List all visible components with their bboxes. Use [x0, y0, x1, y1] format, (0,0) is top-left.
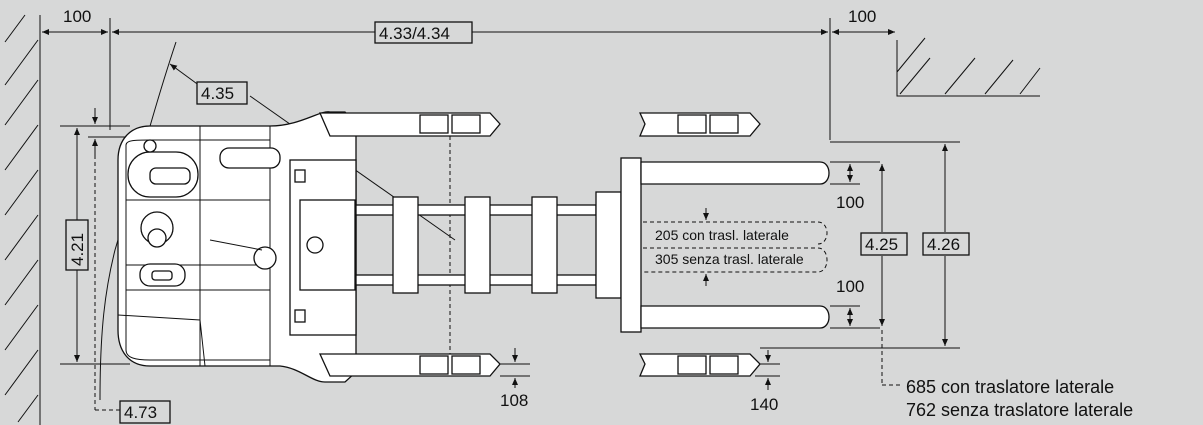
chassis-width-box [65, 219, 89, 271]
mast-assembly [289, 157, 642, 336]
forks [640, 161, 830, 329]
fork-span-outer-box [922, 232, 970, 256]
clearance-right-label: 100 [848, 7, 876, 26]
outrigger-clearance-dimensions [500, 348, 780, 390]
right-wall [896, 37, 1041, 97]
top-dimension-line [42, 18, 895, 140]
turning-radius-label: 4.35 [201, 84, 234, 103]
fork-gap-bottom-label: 100 [836, 277, 864, 296]
fork-span-inner-label: 4.25 [865, 235, 898, 254]
fork-gap-top-label: 100 [836, 193, 864, 212]
clearance-left-label: 100 [63, 7, 91, 26]
fork-span-inner-dimension [879, 164, 900, 386]
fork-span-outer-label: 4.26 [927, 235, 960, 254]
outrigger-clearance-left-label: 108 [500, 391, 528, 410]
chassis-width-dimension [60, 108, 130, 411]
aisle-ref-label: 4.73 [124, 403, 157, 422]
aisle-with-shift-note: 685 con traslatore laterale [906, 377, 1114, 397]
left-wall [4, 14, 41, 425]
fork-gap-dimensions [830, 161, 880, 329]
carriage-with-shift-note: 205 con trasl. laterale [655, 227, 789, 243]
outriggers [318, 112, 761, 377]
aisle-without-shift-note: 762 senza traslatore laterale [906, 400, 1133, 420]
turning-radius-box [196, 81, 248, 105]
overall-length-box [374, 21, 473, 44]
aisle-ref-box [119, 400, 171, 424]
fork-span-outer-dimension [760, 141, 960, 349]
fork-span-inner-box [860, 232, 908, 256]
chassis-width-label: 4.21 [68, 233, 87, 266]
outrigger-clearance-right-label: 140 [750, 395, 778, 414]
carriage-width-dimension [643, 208, 828, 286]
carriage-without-shift-note: 305 senza trasl. laterale [655, 251, 804, 267]
overall-length-label: 4.33/4.34 [379, 24, 450, 43]
